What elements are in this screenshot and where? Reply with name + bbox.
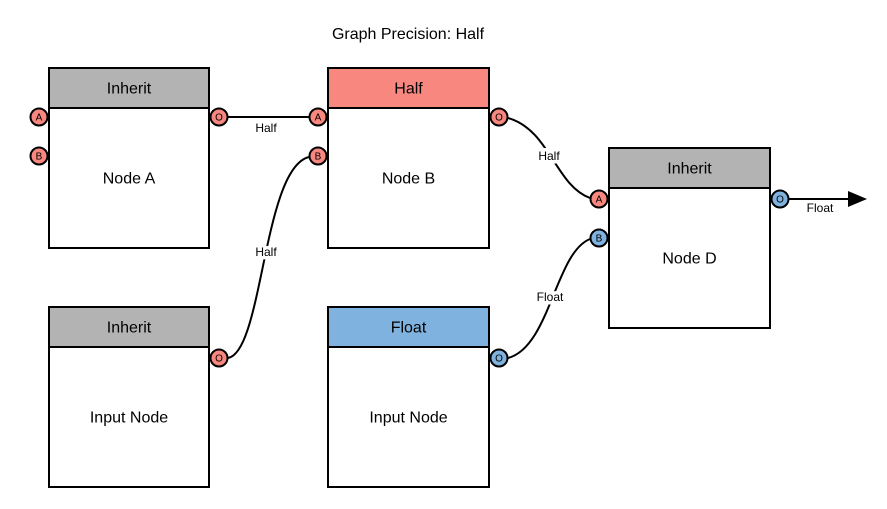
edge-label-node-d-output: Float [807, 201, 834, 215]
node-header [327, 306, 490, 348]
port-letter: O [215, 113, 223, 124]
port-a-node-d: A [589, 189, 609, 209]
edge-input-left-to-node-b [227, 156, 310, 359]
node-header [48, 67, 210, 109]
port-letter: O [215, 354, 223, 365]
port-letter: B [596, 234, 603, 245]
port-letter: A [596, 195, 603, 206]
port-circle [489, 348, 509, 368]
port-circle [29, 146, 49, 166]
edge-input-middle-to-node-d [507, 238, 591, 359]
port-letter: O [495, 113, 503, 124]
port-a-node-b: A [308, 107, 328, 127]
node-header-label: Inherit [107, 320, 152, 337]
node-name-label: Node D [662, 251, 716, 268]
port-letter: B [36, 152, 43, 163]
port-o-input-node-left: O [209, 348, 229, 368]
node-header-label: Inherit [107, 81, 152, 98]
node-header-label: Inherit [667, 161, 712, 178]
node-name-label: Node A [103, 171, 156, 188]
edge-label-node-a-to-node-b: Half [255, 121, 277, 135]
port-circle [308, 146, 328, 166]
edge-node-b-to-node-d [507, 117, 591, 199]
node-header [327, 67, 490, 109]
port-circle [209, 348, 229, 368]
edges-layer [227, 116, 867, 359]
port-letter: O [495, 354, 503, 365]
port-letter: A [36, 113, 43, 124]
port-letter: O [776, 195, 784, 206]
port-b-node-b: B [308, 146, 328, 166]
edge-label-input-middle-to-node-d: Float [537, 290, 564, 304]
port-circle [209, 107, 229, 127]
node-header [48, 306, 210, 348]
arrowhead-icon [848, 191, 867, 207]
port-circle [308, 107, 328, 127]
port-o-node-a: O [209, 107, 229, 127]
node-name-label: Input Node [90, 410, 168, 427]
node-name-label: Node B [382, 171, 435, 188]
port-circle [589, 228, 609, 248]
node-name-label: Input Node [369, 410, 447, 427]
port-circle [489, 107, 509, 127]
port-circle [589, 189, 609, 209]
ports-layer: A B O A B O A B O O O [29, 107, 790, 368]
node-header [608, 147, 771, 189]
edge-label-input-left-to-node-b: Half [255, 245, 277, 259]
port-b-node-d: B [589, 228, 609, 248]
port-circle [770, 189, 790, 209]
port-a-node-a: A [29, 107, 49, 127]
port-letter: B [315, 152, 322, 163]
port-o-node-d: O [770, 189, 790, 209]
port-circle [29, 107, 49, 127]
edge-label-node-b-to-node-d: Half [538, 149, 560, 163]
port-o-input-node-middle: O [489, 348, 509, 368]
port-b-node-a: B [29, 146, 49, 166]
node-header-label: Float [391, 320, 427, 337]
port-letter: A [315, 113, 322, 124]
node-header-label: Half [394, 81, 423, 98]
port-o-node-b: O [489, 107, 509, 127]
diagram-title: Graph Precision: Half [332, 26, 485, 43]
